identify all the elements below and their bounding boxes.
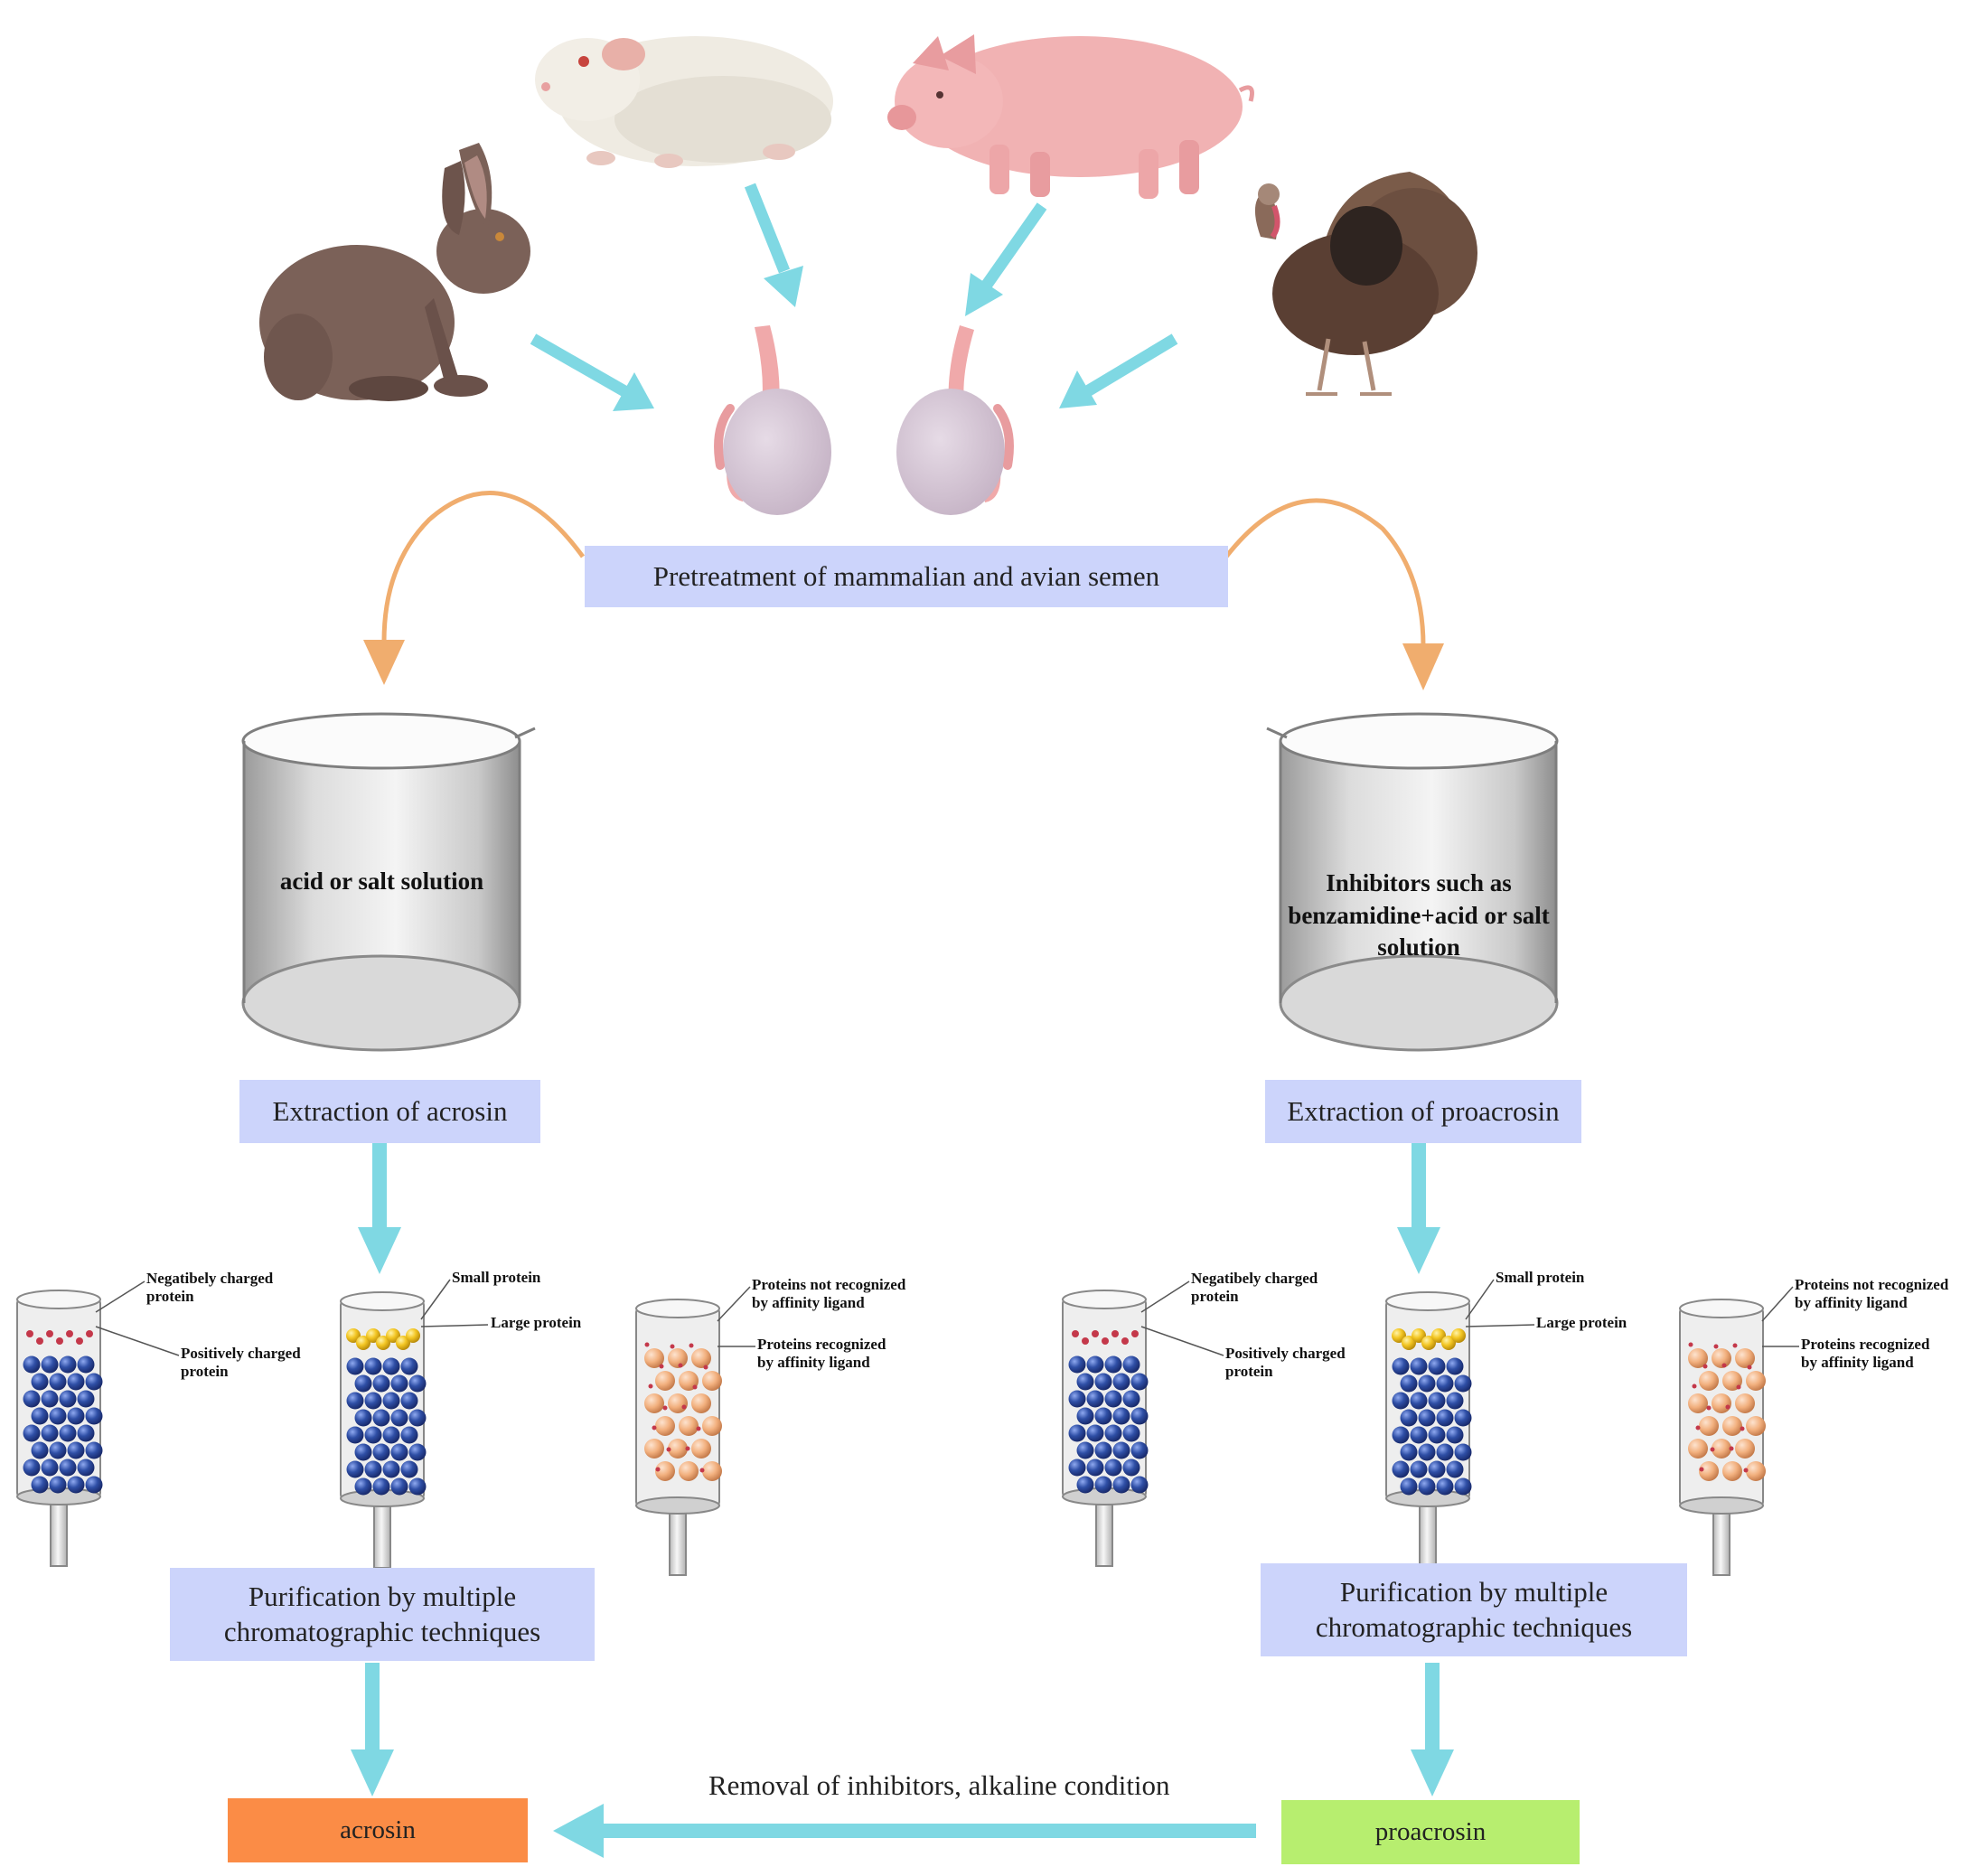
arrow-guinea-pig <box>744 183 803 307</box>
left-affinity-column <box>635 1299 722 1576</box>
left-beaker-label: acid or salt solution <box>279 868 484 895</box>
left-size-exclusion-column <box>340 1291 427 1569</box>
column-leader-lines <box>95 1279 1799 1356</box>
arrow-to-left-beaker <box>363 491 586 685</box>
right-size-small-label: Small protein <box>1496 1269 1585 1286</box>
right-beaker-label: Inhibitors such as benzamidine+acid or s… <box>1288 869 1550 961</box>
right-purification-box: Purification by multiple chromatographic… <box>1261 1563 1687 1656</box>
turkey-icon <box>1254 172 1477 396</box>
arrow-to-right-beaker <box>1224 498 1444 690</box>
testes-icon <box>714 325 1014 515</box>
right-ion-exchange-column <box>1062 1290 1149 1567</box>
left-size-large-label: Large protein <box>491 1314 582 1331</box>
pig-icon <box>887 34 1254 199</box>
chromatography-columns <box>16 1279 1799 1576</box>
right-extraction-label: Extraction of proacrosin <box>1287 1094 1560 1127</box>
arrow-pig <box>965 202 1047 316</box>
rabbit-icon <box>259 143 530 401</box>
pretreatment-box: Pretreatment of mammalian and avian seme… <box>585 546 1228 607</box>
proacrosin-box: proacrosin <box>1281 1800 1580 1864</box>
left-ion-exchange-column <box>16 1290 103 1567</box>
acrosin-box: acrosin <box>228 1798 528 1862</box>
conversion-label: Removal of inhibitors, alkaline conditio… <box>708 1769 1170 1801</box>
left-extraction-box: Extraction of acrosin <box>239 1080 540 1143</box>
right-size-large-label: Large protein <box>1536 1314 1627 1331</box>
acrosin-label: acrosin <box>340 1815 416 1844</box>
left-beaker <box>241 712 536 1052</box>
arrow-right-extraction-down <box>1397 1143 1440 1274</box>
arrow-proacrosin-to-acrosin <box>553 1804 1256 1858</box>
proacrosin-label: proacrosin <box>1374 1817 1487 1846</box>
pretreatment-label: Pretreatment of mammalian and avian seme… <box>652 560 1160 592</box>
right-affinity-column <box>1679 1299 1766 1576</box>
left-purification-box: Purification by multiple chromatographic… <box>170 1568 595 1661</box>
right-beaker <box>1266 712 1559 1052</box>
right-extraction-box: Extraction of proacrosin <box>1265 1080 1581 1143</box>
left-size-small-label: Small protein <box>452 1269 541 1286</box>
right-size-exclusion-column <box>1385 1291 1472 1569</box>
left-extraction-label: Extraction of acrosin <box>272 1094 508 1127</box>
arrow-right-purification-down <box>1411 1663 1454 1796</box>
arrow-rabbit <box>530 333 654 411</box>
arrow-left-purification-down <box>351 1663 394 1796</box>
arrow-turkey <box>1059 333 1178 408</box>
arrow-left-extraction-down <box>358 1143 401 1274</box>
guinea-pig-icon <box>535 36 833 168</box>
